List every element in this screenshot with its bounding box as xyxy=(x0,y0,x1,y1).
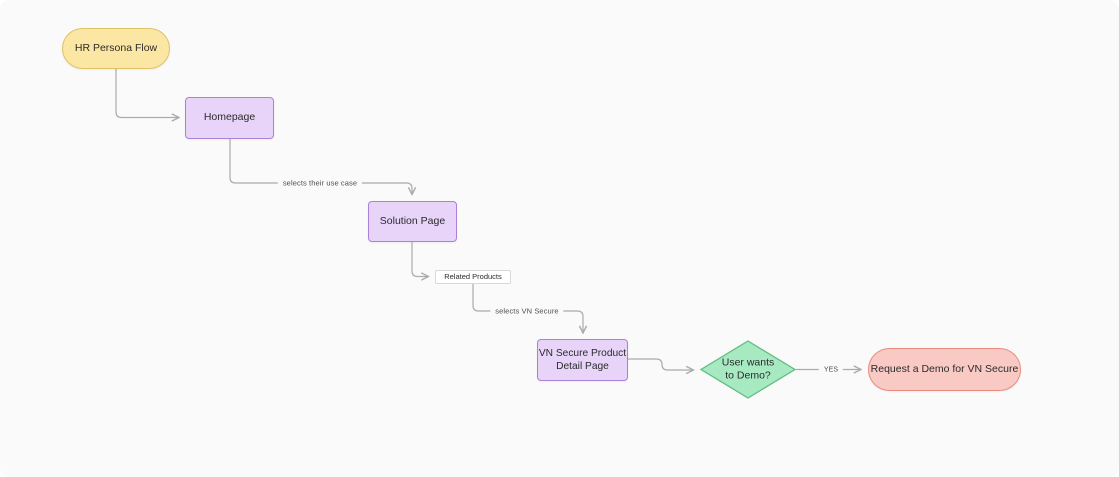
edge-label-selects-use-case: selects their use case xyxy=(277,178,363,188)
node-label: HR Persona Flow xyxy=(74,41,158,54)
edge-start-to-homepage xyxy=(115,69,179,118)
node-request-a-demo[interactable]: Request a Demo for VN Secure xyxy=(868,348,1021,391)
edge-label-yes: YES xyxy=(818,366,844,374)
node-label: VN Secure Product Detail Page xyxy=(538,347,627,372)
node-label: Solution Page xyxy=(379,214,446,227)
edge-label-selects-vn-secure: selects VN Secure xyxy=(490,306,564,316)
edge-vn-detail-to-decision xyxy=(628,358,694,370)
node-related-products[interactable]: Related Products xyxy=(435,270,511,284)
node-label: Related Products xyxy=(444,272,502,282)
decision-diamond-shape xyxy=(699,340,797,399)
edge-solution-to-related xyxy=(411,242,429,277)
node-label: User wants to Demo? xyxy=(721,355,775,382)
node-decision-user-wants-to-demo[interactable]: User wants to Demo? xyxy=(699,340,797,399)
node-start-hr-persona-flow[interactable]: HR Persona Flow xyxy=(62,28,170,69)
node-solution-page[interactable]: Solution Page xyxy=(368,201,457,242)
node-homepage[interactable]: Homepage xyxy=(185,97,274,139)
node-label: Homepage xyxy=(203,111,256,124)
node-label: Request a Demo for VN Secure xyxy=(870,362,1019,375)
node-vn-secure-product-detail-page[interactable]: VN Secure Product Detail Page xyxy=(537,339,628,381)
